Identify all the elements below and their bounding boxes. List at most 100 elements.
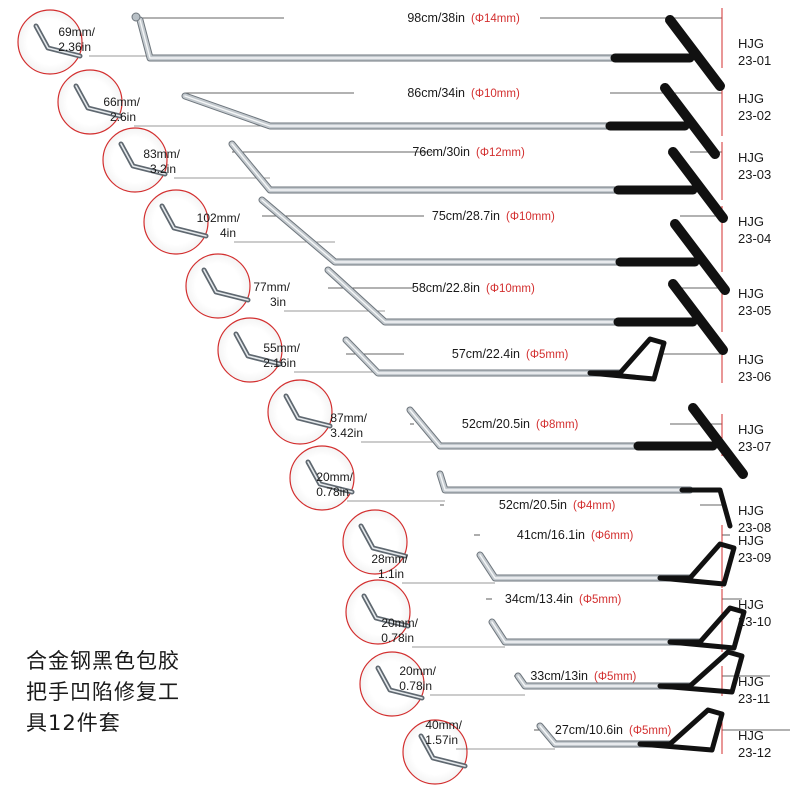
tip-size-mm: 83mm/ xyxy=(143,147,180,161)
repair-rod xyxy=(406,403,748,479)
model-prefix: HJG xyxy=(738,674,764,689)
repair-rod xyxy=(342,336,667,382)
dimension-lines xyxy=(402,525,730,588)
tip-highlight xyxy=(35,25,81,57)
tip-size-in: 1.57in xyxy=(425,733,458,747)
loop-handle xyxy=(637,707,725,753)
tip-size-mm: 20mm/ xyxy=(399,664,436,678)
rod-length: 34cm/13.4in xyxy=(505,592,573,606)
caption-line-1: 合金钢黑色包胶 xyxy=(26,649,180,673)
caption-line-3: 具12件套 xyxy=(26,711,121,735)
rod-diameter: (Φ10mm) xyxy=(506,211,555,223)
rod-body xyxy=(182,93,623,129)
dimension-lines xyxy=(456,720,790,754)
loop-handle xyxy=(657,649,745,695)
tip-highlight xyxy=(75,85,121,117)
rod-diameter: (Φ8mm) xyxy=(536,419,579,431)
tip-size-mm: 28mm/ xyxy=(371,552,408,566)
rod-highlight xyxy=(439,473,691,491)
rod-body xyxy=(325,267,631,325)
tip-highlight xyxy=(203,269,249,301)
model-code: 23-09 xyxy=(738,550,771,565)
tip-size-in: 0.78in xyxy=(316,485,349,499)
rod-highlight xyxy=(231,143,629,191)
t-handle-bar xyxy=(688,403,748,479)
tip-size-mm: 55mm/ xyxy=(263,341,300,355)
tip-highlight xyxy=(307,461,353,493)
model-prefix: HJG xyxy=(738,597,764,612)
repair-rod xyxy=(476,541,737,587)
tip-size-mm: 20mm/ xyxy=(316,470,353,484)
rod-length: 41cm/16.1in xyxy=(517,528,585,542)
model-prefix: HJG xyxy=(738,214,764,229)
ball-tip xyxy=(131,12,141,22)
tip-detail-circle xyxy=(342,509,408,575)
model-code: 23-08 xyxy=(738,520,771,535)
tip-size-in: 0.78in xyxy=(399,679,432,693)
tip-size-mm: 87mm/ xyxy=(330,411,367,425)
model-code: 23-01 xyxy=(738,53,771,68)
repair-rod xyxy=(258,196,730,295)
caption-line-2: 把手凹陷修复工 xyxy=(26,680,180,704)
tip-size-in: 0.78in xyxy=(381,631,414,645)
loop-handle xyxy=(587,336,667,382)
tip-detail-circle xyxy=(185,253,251,319)
tip-highlight xyxy=(120,143,166,175)
tip-size-mm: 66mm/ xyxy=(103,95,140,109)
rod-highlight xyxy=(479,554,691,579)
rod-shadow xyxy=(476,551,694,582)
tip-highlight xyxy=(161,205,207,237)
tip-highlight xyxy=(360,525,406,557)
rod-shadow xyxy=(488,618,704,646)
model-prefix: HJG xyxy=(738,352,764,367)
rod-highlight xyxy=(491,621,701,643)
rod-diameter: (Φ6mm) xyxy=(591,530,634,542)
rod-length: 52cm/20.5in xyxy=(462,417,530,431)
rod-highlight xyxy=(261,199,631,263)
tip-detail-circle xyxy=(289,445,355,511)
rod-length: 76cm/30in xyxy=(412,145,470,159)
loop-handle xyxy=(667,605,747,651)
rod-length: 52cm/20.5in xyxy=(499,498,567,512)
rod-diameter: (Φ10mm) xyxy=(471,88,520,100)
rod-body xyxy=(437,471,693,493)
model-code: 23-06 xyxy=(738,369,771,384)
tip-detail-circle xyxy=(217,317,283,383)
t-handle-bar xyxy=(668,279,728,355)
model-prefix: HJG xyxy=(738,150,764,165)
tip-detail-circle xyxy=(402,719,468,785)
model-code: 23-03 xyxy=(738,167,771,182)
tip-highlight xyxy=(235,333,281,365)
loop-handle xyxy=(657,541,737,587)
tip-size-in: 2.6in xyxy=(110,110,136,124)
t-handle-bar xyxy=(665,15,725,91)
tip-detail-circle xyxy=(359,651,425,717)
repair-rod xyxy=(131,12,725,91)
rod-diameter: (Φ10mm) xyxy=(486,283,535,295)
model-prefix: HJG xyxy=(738,422,764,437)
rod-highlight xyxy=(139,19,626,59)
rod-length: 27cm/10.6in xyxy=(555,723,623,737)
rod-diameter: (Φ5mm) xyxy=(594,671,637,683)
detail-circle-outline xyxy=(185,253,251,319)
rod-length: 57cm/22.4in xyxy=(452,347,520,361)
rod-diameter: (Φ14mm) xyxy=(471,13,520,25)
model-code: 23-12 xyxy=(738,745,771,760)
tip-size-mm: 20mm/ xyxy=(381,616,418,630)
model-prefix: HJG xyxy=(738,286,764,301)
rod-length: 98cm/38in xyxy=(407,11,465,25)
rod-highlight xyxy=(327,269,629,323)
rod-diameter: (Φ4mm) xyxy=(573,500,616,512)
rod-highlight xyxy=(345,339,621,374)
model-prefix: HJG xyxy=(738,36,764,51)
rod-highlight xyxy=(184,95,621,127)
rod-diameter: (Φ12mm) xyxy=(476,147,525,159)
tip-size-in: 3.42in xyxy=(330,426,363,440)
tip-highlight xyxy=(285,395,331,427)
